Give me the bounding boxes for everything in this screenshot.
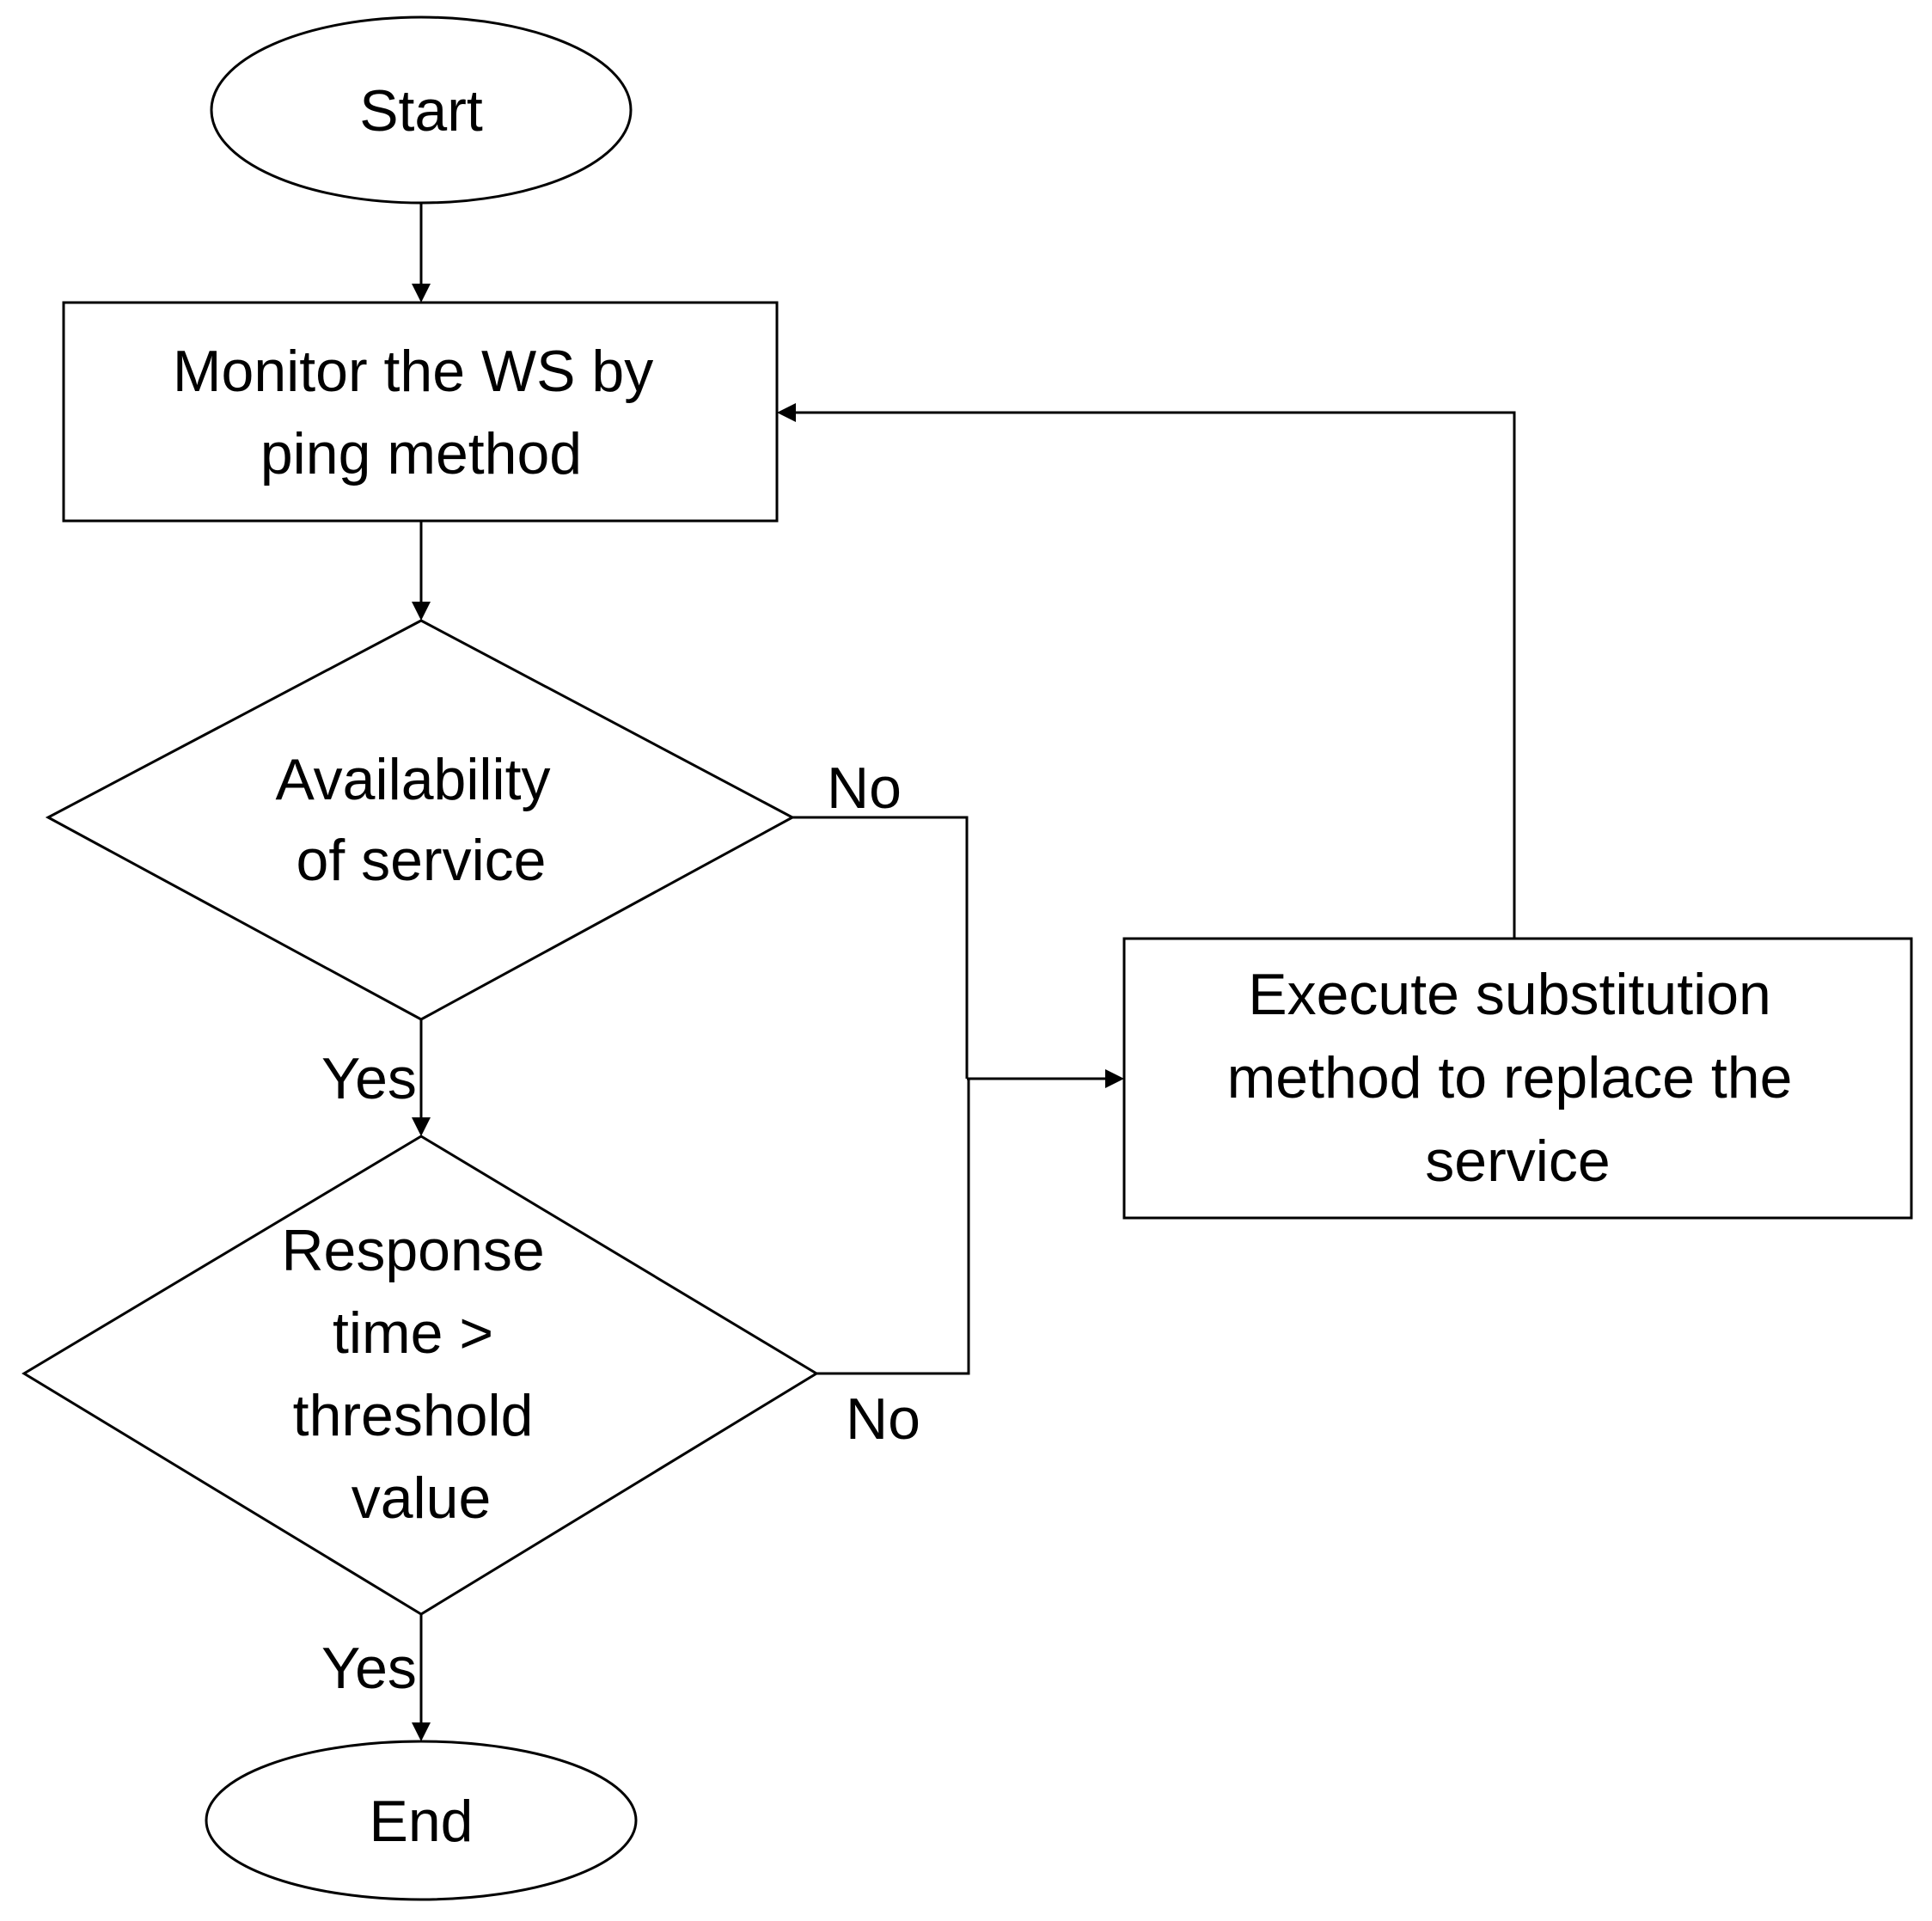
availability-decision [45,619,796,1021]
availability-no-label: No [827,756,902,821]
availability-label: Availability of service [276,747,567,893]
arrowhead-loop-to-monitor [777,403,796,422]
arrowhead-substitution [1105,1069,1124,1088]
connector-availability-no [792,816,969,1079]
substitution-label-line-1: Execute substitution [1248,962,1771,1027]
end-label: End [370,1789,474,1854]
end-terminal [205,1740,638,1901]
response-label-line-1: Response [281,1218,544,1283]
monitor-label: Monitor the WS by ping method [173,339,669,486]
connector-substitution-to-monitor [796,411,1516,939]
arrowhead-availability [412,602,431,621]
substitution-label: Execute substitution method to replace t… [1227,962,1809,1194]
substitution-label-line-3: service [1425,1129,1610,1194]
arrowhead-monitor [412,284,431,303]
availability-label-line-2: of service [297,828,547,893]
substitution-process-box [1122,937,1913,1220]
arrowhead-response [412,1117,431,1136]
start-label: Start [359,78,483,144]
availability-yes-label: Yes [321,1046,417,1111]
response-time-label: Response time > threshold value [281,1218,560,1531]
response-label-line-2: time > [333,1300,493,1366]
connector-response-no [816,1079,970,1375]
monitor-label-line-2: ping method [260,421,582,486]
response-yes-label: Yes [321,1636,417,1701]
response-no-label: No [846,1386,920,1452]
monitor-label-line-1: Monitor the WS by [173,339,653,404]
start-terminal [210,15,633,205]
substitution-label-line-2: method to replace the [1227,1045,1793,1110]
arrowhead-end [412,1722,431,1741]
monitor-process-box [62,301,779,523]
response-label-line-3: threshold [293,1383,534,1448]
response-time-decision [21,1135,819,1616]
availability-label-line-1: Availability [276,747,551,812]
response-label-line-4: value [352,1465,492,1531]
